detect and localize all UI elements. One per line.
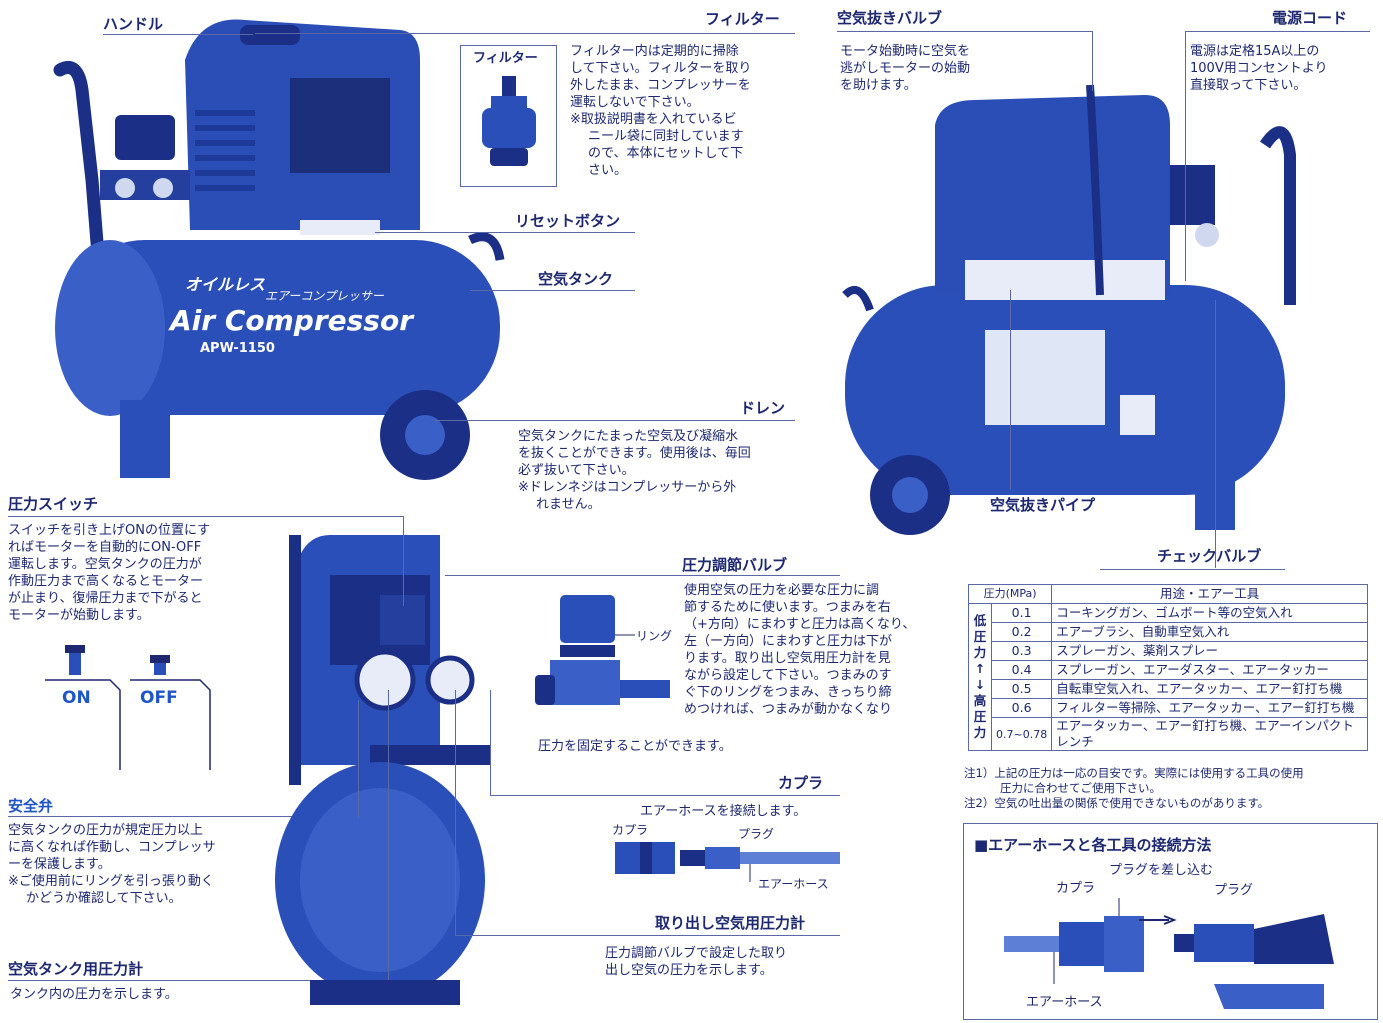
label-regulator: 圧力調節バルブ <box>682 556 788 574</box>
label-drain: ドレン <box>740 399 786 417</box>
label-outlet-gauge: 取り出し空気用圧力計 <box>655 914 806 932</box>
connection-method-box: ■エアーホースと各工具の接続方法 プラグを差し込む カプラ プラグ エアーホース <box>963 823 1378 1020</box>
connection-title: ■エアーホースと各工具の接続方法 <box>974 836 1212 854</box>
table-row-usage: エアーブラシ、自動車空気入れ <box>1051 622 1368 642</box>
tank-gauge-text: タンク内の圧力を示します。 <box>10 987 178 1002</box>
table-row-usage: 自転車空気入れ、エアータッカー、エアー釘打ち機 <box>1051 679 1368 699</box>
table-row-pressure: 0.5 <box>990 679 1053 699</box>
label-air-release-valve: 空気抜きバルブ <box>837 9 943 27</box>
table-row-usage: スプレーガン、薬剤スプレー <box>1051 641 1368 661</box>
compressor-side-photo <box>275 535 490 1005</box>
regulator-text: 使用空気の圧力を必要な圧力に調節するために使います。つまみを右 （+方向）にまわ… <box>684 583 916 717</box>
connection-insert-label: プラグを差し込む <box>1109 863 1214 878</box>
product-name: Air Compressor <box>168 304 415 337</box>
table-row-usage: フィルター等掃除、エアータッカー、エアー釘打ち機 <box>1051 698 1368 718</box>
ring-label: リング <box>636 629 673 643</box>
product-subtitle: エアーコンプレッサー <box>265 289 385 303</box>
compressor-front-photo: オイルレス エアーコンプレッサー Air Compressor APW-1150 <box>53 19 505 480</box>
table-row-pressure: 0.2 <box>990 622 1053 642</box>
pressure-switch-text: スイッチを引き上げONの位置にすればモーターを自動的にON-OFF 運転します。… <box>8 523 211 623</box>
label-air-tank: 空気タンク <box>538 270 614 288</box>
label-safety-valve: 安全弁 <box>8 797 54 815</box>
label-tank-gauge: 空気タンク用圧力計 <box>8 960 144 978</box>
label-filter: フィルター <box>705 10 780 28</box>
label-check-valve: チェックバルブ <box>1157 547 1262 565</box>
compressor-back-photo <box>842 84 1296 535</box>
filter-inset-label: フィルター <box>473 51 538 66</box>
product-model: APW-1150 <box>200 341 275 356</box>
filter-icon <box>482 76 536 166</box>
regulator-illustration <box>535 595 670 705</box>
filter-text: フィルター内は定期的に掃除して下さい。フィルターを取り 外したまま、コンプレッサ… <box>570 44 752 178</box>
coupler-diagram-coupler: カプラ <box>612 823 649 837</box>
connection-hose-label: エアーホース <box>1026 995 1103 1010</box>
table-row-usage: エアータッカー、エアー釘打ち機、エアーインパクトレンチ <box>1051 717 1368 751</box>
table-row-usage: コーキングガン、ゴムボート等の空気入れ <box>1051 603 1368 623</box>
switch-off-label: OFF <box>140 688 178 708</box>
coupler-diagram <box>615 842 840 882</box>
table-header-pressure: 圧力(MPa) <box>967 584 1053 604</box>
label-handle: ハンドル <box>103 15 164 33</box>
air-release-valve-text: モータ始動時に空気を逃がしモーターの始動を助けます。 <box>840 44 971 93</box>
connection-coupler-label: カプラ <box>1056 881 1096 896</box>
on-off-switch-diagram <box>45 645 211 770</box>
label-air-release-pipe: 空気抜きパイプ <box>990 496 1096 514</box>
drain-text: 空気タンクにたまった空気及び凝縮水を抜くことができます。使用後は、毎回 必ず抜い… <box>518 429 751 512</box>
table-row-pressure: 0.7~0.78 <box>990 717 1053 751</box>
switch-on-label: ON <box>62 688 91 708</box>
table-row-pressure: 0.6 <box>990 698 1053 718</box>
filter-inset-box: フィルター <box>460 45 557 187</box>
table-row-pressure: 0.3 <box>990 641 1053 661</box>
label-pressure-switch: 圧力スイッチ <box>8 495 99 513</box>
product-brand: オイルレス <box>185 275 265 294</box>
outlet-gauge-text: 圧力調節バルブで設定した取り出し空気の圧力を示します。 <box>605 946 788 978</box>
coupler-text: エアーホースを接続します。 <box>640 804 807 819</box>
table-row-pressure: 0.1 <box>990 603 1053 623</box>
table-row-usage: スプレーガン、エアーダスター、エアータッカー <box>1051 660 1368 680</box>
pressure-usage-table: 圧力(MPa) 用途・エアー工具 低圧力↑↓高圧力 0.1 コーキングガン、ゴム… <box>967 584 1368 751</box>
regulator-text-last: 圧力を固定することができます。 <box>538 739 732 754</box>
label-power-cord: 電源コード <box>1272 9 1348 27</box>
table-row-pressure: 0.4 <box>990 660 1053 680</box>
label-reset-button: リセットボタン <box>515 212 621 230</box>
coupler-diagram-hose: エアーホース <box>758 877 829 891</box>
table-header-usage: 用途・エアー工具 <box>1051 584 1368 604</box>
connection-plug-label: プラグ <box>1214 883 1254 898</box>
safety-valve-text: 空気タンクの圧力が規定圧力以上に高くなれば作動し、コンプレッサ ーを保護します。… <box>8 823 216 906</box>
label-coupler: カプラ <box>778 774 824 792</box>
connection-illustration <box>1004 898 1334 1009</box>
table-notes: 注1）上記の圧力は一応の目安です。実際には使用する工具の使用 圧力に合わせてご使… <box>964 766 1304 810</box>
coupler-diagram-plug: プラグ <box>738 827 775 841</box>
table-side-label: 低圧力↑↓高圧力 <box>968 603 992 751</box>
